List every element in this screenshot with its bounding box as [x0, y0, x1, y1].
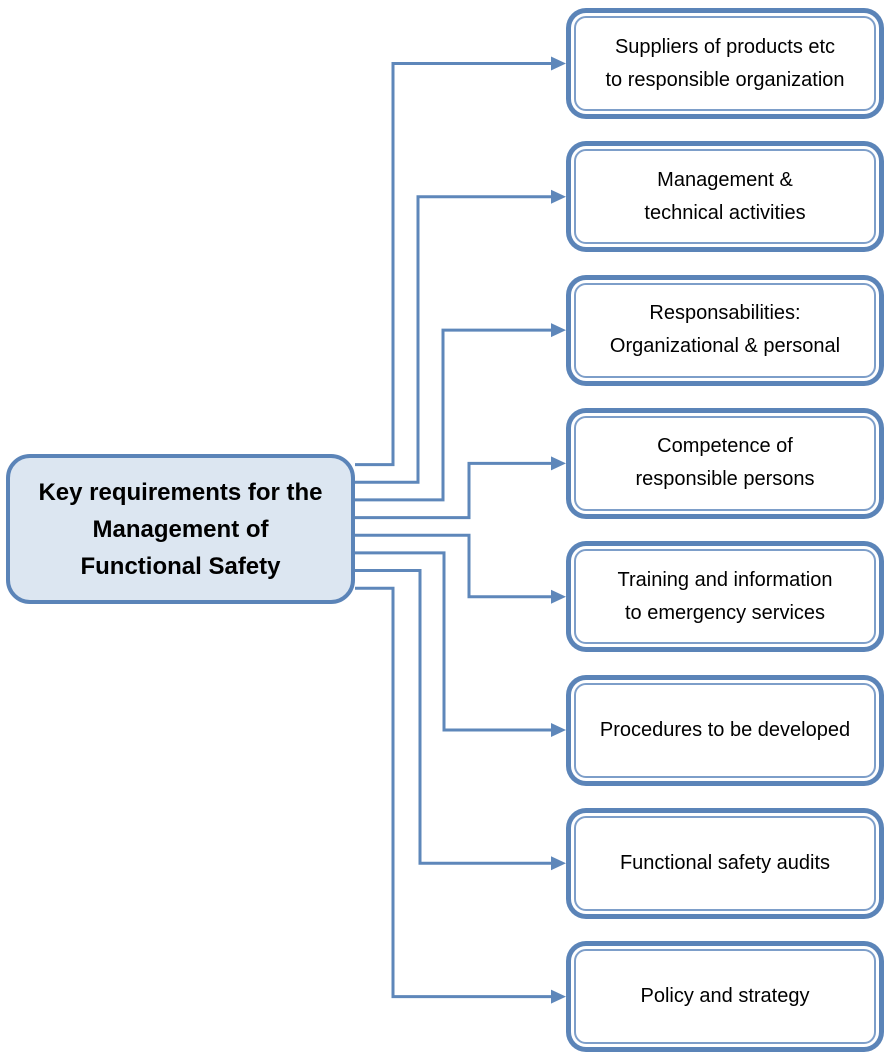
connector-line [355, 586, 552, 999]
node-inner-frame: Procedures to be developed [571, 679, 879, 781]
connector-line [355, 195, 552, 484]
main-node-label: Key requirements for the Management of F… [38, 474, 322, 585]
node-inner-border: Management & technical activities [574, 149, 876, 245]
main-node-label-line: Management of [92, 515, 269, 543]
node-inner-border: Training and information to emergency se… [574, 549, 876, 645]
node-inner-frame: Training and information to emergency se… [571, 546, 879, 648]
node-label: Management & technical activities [644, 168, 806, 224]
main-node: Key requirements for the Management of F… [6, 454, 355, 604]
node-inner-border: Procedures to be developed [574, 682, 876, 778]
connector-line [355, 551, 552, 732]
node-label: Training and information to emergency se… [617, 568, 833, 624]
node-inner-border: Responsabilities: Organizational & perso… [574, 282, 876, 378]
node-inner-frame: Suppliers of products etc to responsible… [571, 13, 879, 114]
connector-line [355, 328, 552, 502]
node-label: Suppliers of products etc to responsible… [605, 35, 845, 91]
node-inner-frame: Management & technical activities [571, 146, 879, 248]
node-inner-frame: Policy and strategy [571, 946, 879, 1048]
main-node-label-line: Functional Safety [80, 552, 281, 580]
connector-line [355, 569, 552, 865]
connector-line [355, 461, 552, 520]
node-box: Training and information to emergency se… [566, 541, 884, 653]
connector-arrowhead [551, 723, 566, 737]
node-box: Procedures to be developed [566, 674, 884, 786]
node-inner-frame: Functional safety audits [571, 812, 879, 914]
node-box: Responsabilities: Organizational & perso… [566, 274, 884, 386]
connector-arrowhead [551, 589, 566, 604]
connector-arrowhead [551, 189, 566, 204]
node-box: Suppliers of products etc to responsible… [566, 8, 884, 119]
node-inner-border: Competence of responsible persons [574, 415, 876, 511]
connector-line [355, 533, 552, 599]
connector-arrowhead [551, 989, 566, 1004]
connector-arrowhead [551, 56, 566, 71]
node-label: Policy and strategy [640, 985, 810, 1008]
node-box: Policy and strategy [566, 941, 884, 1053]
node-inner-border: Policy and strategy [574, 949, 876, 1045]
node-label: Competence of responsible persons [635, 435, 815, 491]
node-label: Procedures to be developed [599, 718, 851, 741]
node-inner-frame: Competence of responsible persons [571, 412, 879, 514]
node-box: Competence of responsible persons [566, 407, 884, 519]
node-label: Functional safety audits [619, 851, 831, 874]
node-box: Management & technical activities [566, 141, 884, 253]
connector-line [355, 62, 552, 467]
main-node-label-line: Key requirements for the [38, 478, 323, 506]
connector-arrowhead [551, 456, 566, 471]
node-inner-frame: Responsabilities: Organizational & perso… [571, 279, 879, 381]
connector-arrowhead [551, 856, 566, 871]
connector-arrowhead [551, 323, 566, 338]
node-inner-border: Suppliers of products etc to responsible… [574, 16, 876, 111]
node-inner-border: Functional safety audits [574, 815, 876, 911]
node-label: Responsabilities: Organizational & perso… [609, 302, 841, 358]
node-box: Functional safety audits [566, 807, 884, 919]
